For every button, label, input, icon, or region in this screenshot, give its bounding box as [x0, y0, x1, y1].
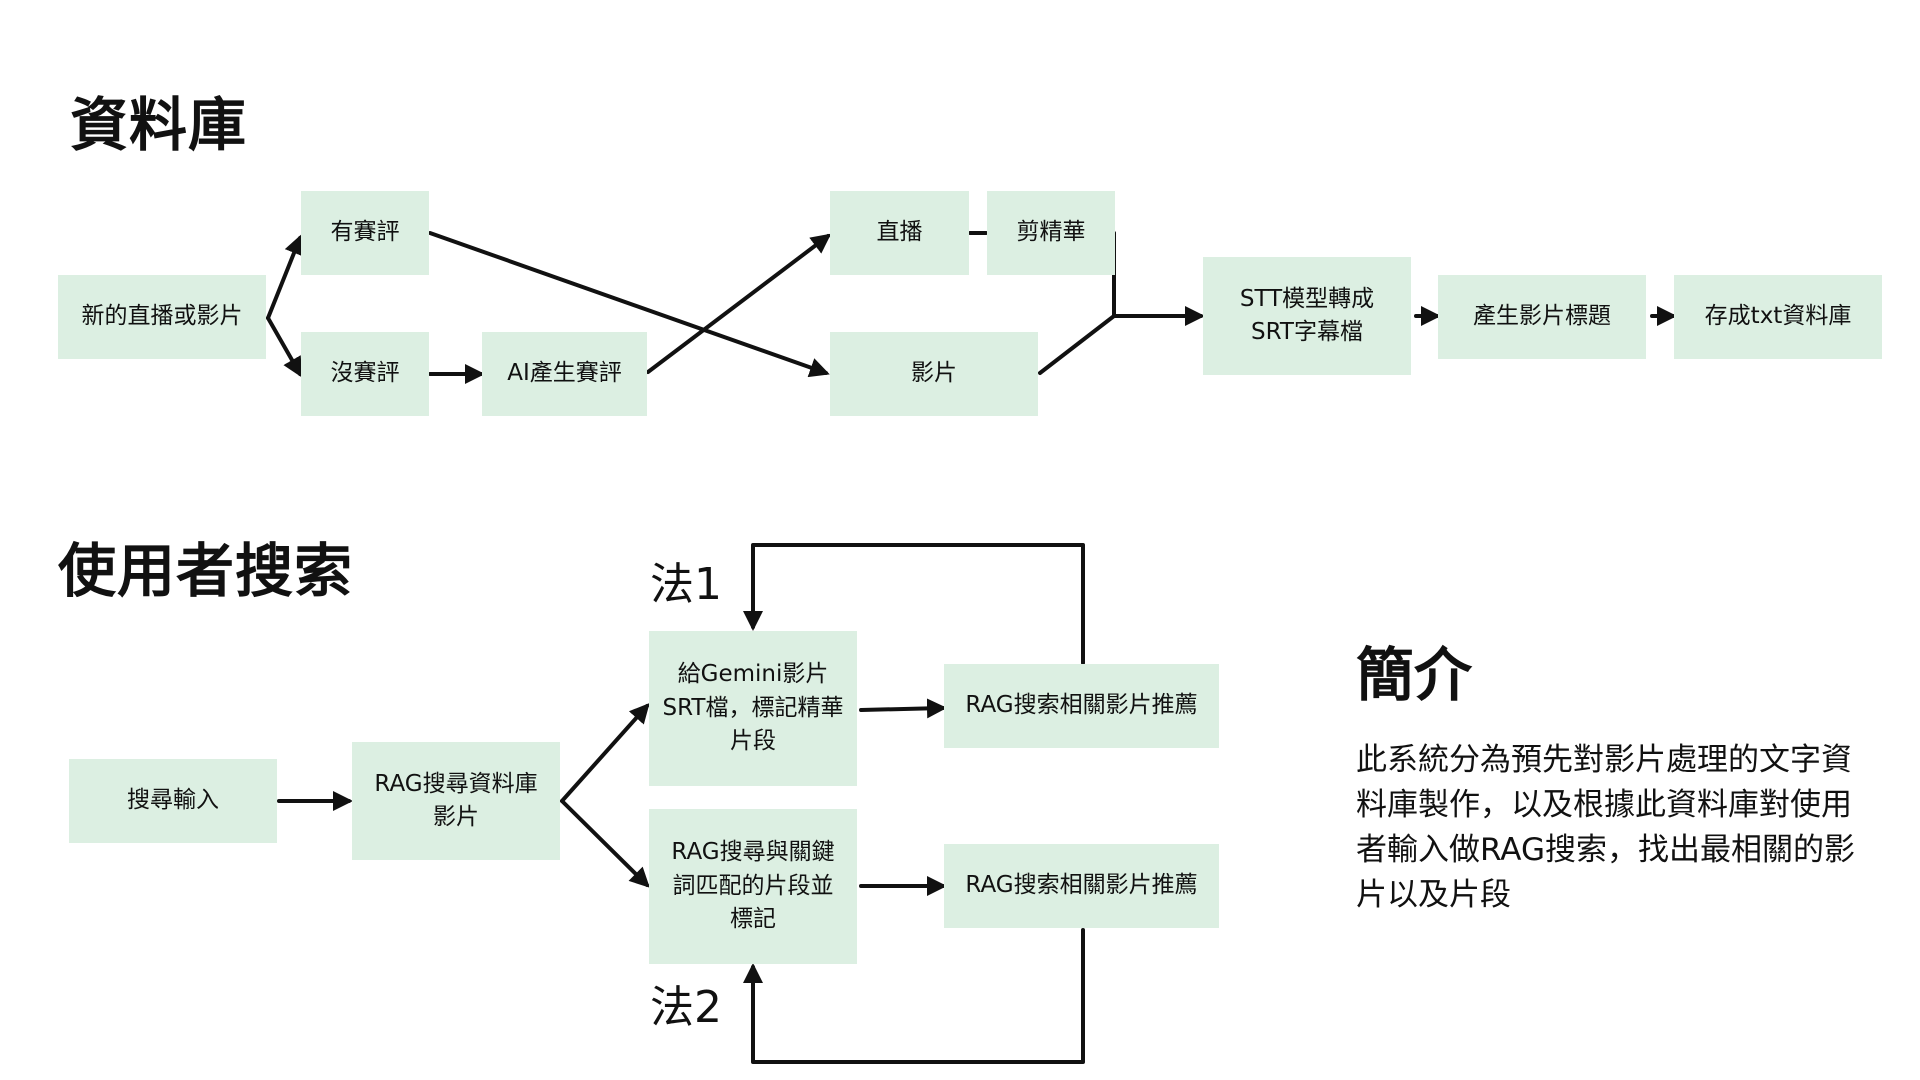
method-2-label: 法2 — [650, 982, 722, 1033]
arrow-gemini-to-recommend — [859, 698, 947, 719]
node-recommend-2: RAG搜索相關影片推薦 — [944, 844, 1219, 928]
node-stt-to-srt: STT模型轉成 SRT字幕檔 — [1203, 257, 1411, 375]
arrow-new-to-no — [266, 316, 302, 378]
node-video: 影片 — [830, 332, 1038, 416]
node-gemini-highlight: 給Gemini影片 SRT檔，標記精華 片段 — [649, 631, 857, 786]
node-recommend-1: RAG搜索相關影片推薦 — [944, 664, 1219, 748]
node-save-txt-database: 存成txt資料庫 — [1674, 275, 1882, 359]
arrow-new-to-has — [266, 234, 304, 320]
node-no-commentary: 沒賽評 — [301, 332, 429, 416]
database-title: 資料庫 — [70, 91, 248, 159]
node-ai-commentary: AI產生賽評 — [482, 332, 647, 416]
node-has-commentary: 有賽評 — [301, 191, 429, 275]
node-live: 直播 — [830, 191, 969, 275]
line-video-up — [1038, 314, 1116, 375]
node-highlights: 剪精華 — [987, 191, 1115, 275]
search-title: 使用者搜索 — [58, 537, 354, 605]
intro-text: 此系統分為預先對影片處理的文字資料庫製作，以及根據此資料庫對使用者輸入做RAG搜… — [1356, 742, 1855, 913]
node-new-live-or-video: 新的直播或影片 — [58, 275, 266, 359]
node-search-input: 搜尋輸入 — [69, 759, 277, 843]
intro-title: 簡介 — [1356, 641, 1473, 709]
node-rag-search-database: RAG搜尋資料庫 影片 — [352, 742, 560, 860]
arrow-rag-to-gemini — [560, 703, 650, 803]
node-generate-title: 產生影片標題 — [1438, 275, 1646, 359]
method-1-label: 法1 — [650, 559, 722, 610]
arrow-ai-to-live — [646, 233, 832, 374]
node-keyword-match: RAG搜尋與關鍵 詞匹配的片段並 標記 — [649, 809, 857, 964]
arrow-rag-to-keyword — [560, 799, 650, 888]
